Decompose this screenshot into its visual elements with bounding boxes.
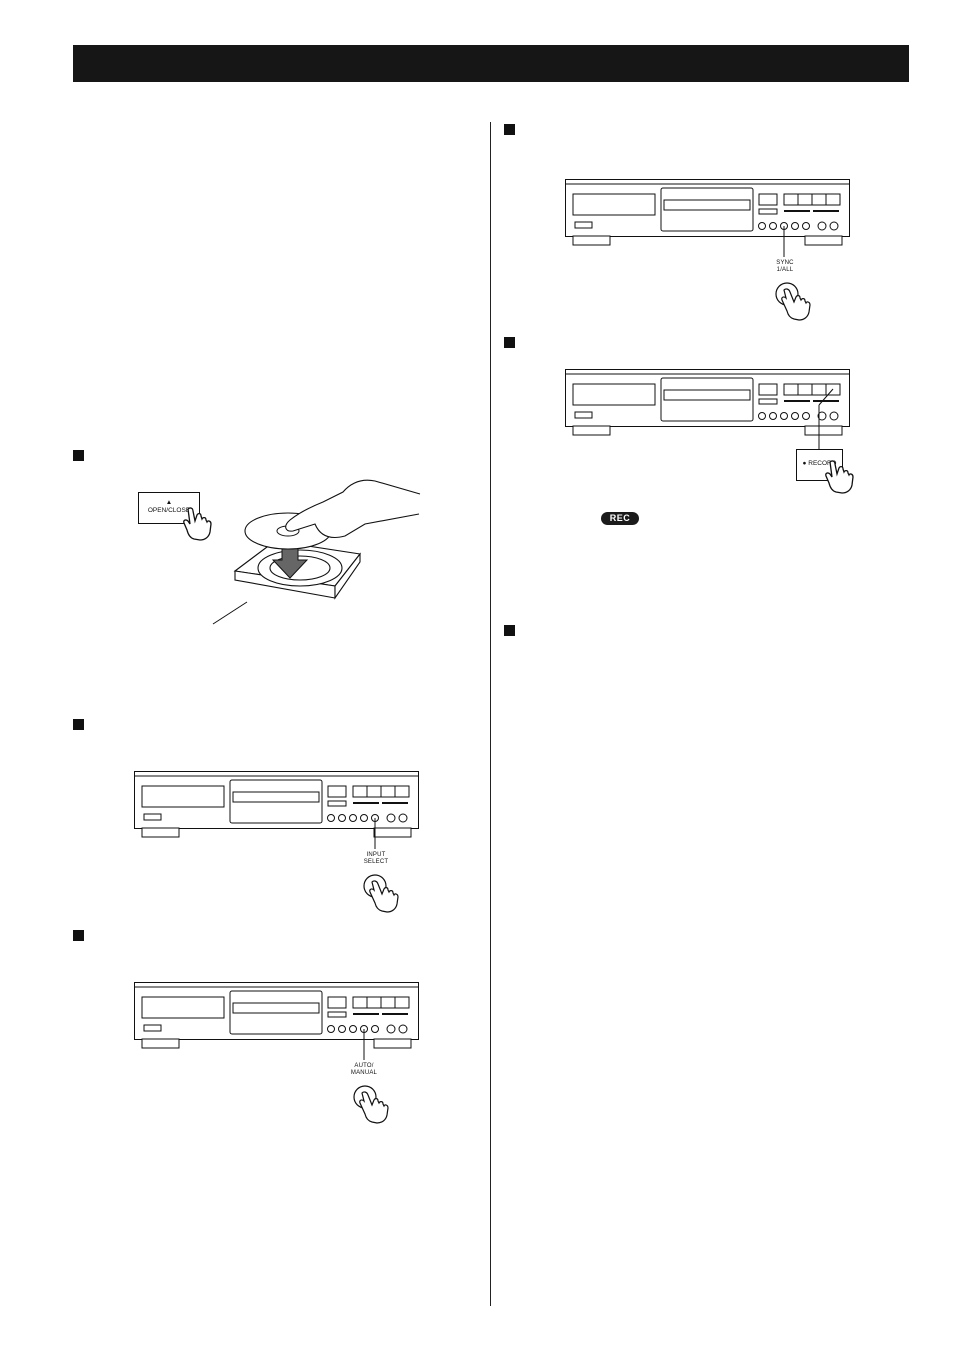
sync-all-label-line1: SYNC	[776, 260, 794, 266]
sync-all-label: SYNC 1/ALL	[763, 260, 807, 274]
cd-recorder-front-panel	[134, 982, 419, 1060]
column-divider	[490, 122, 491, 1306]
step-marker-6	[504, 625, 515, 636]
auto-manual-label: AUTO/ MANUAL	[342, 1063, 386, 1077]
step-marker-2	[73, 719, 84, 730]
cd-recorder-front-panel	[565, 179, 850, 257]
cd-recorder-front-panel	[565, 369, 850, 449]
input-select-label: INPUT SELECT	[354, 852, 398, 866]
auto-manual-label-line2: MANUAL	[350, 1070, 378, 1076]
press-hand-icon	[353, 1085, 389, 1124]
pointing-hand-icon	[825, 460, 854, 494]
step-marker-3	[73, 930, 84, 941]
input-select-label-line2: SELECT	[363, 859, 389, 865]
auto-manual-label-line1: AUTO/	[354, 1063, 374, 1069]
input-select-label-line1: INPUT	[366, 852, 386, 858]
press-hand-icon	[363, 874, 399, 913]
record-label: ● RECORD	[802, 460, 837, 467]
header-bar	[73, 45, 909, 82]
open-close-symbol: ▲	[165, 499, 173, 506]
press-hand-icon	[775, 282, 811, 321]
cd-recorder-front-panel	[134, 771, 419, 849]
disc-tray-illustration	[212, 479, 421, 625]
open-close-label: OPEN/CLOSE	[147, 507, 191, 514]
pointing-hand-icon	[183, 507, 212, 541]
step-marker-4	[504, 124, 515, 135]
step-marker-5	[504, 337, 515, 348]
rec-indicator: REC	[601, 512, 639, 525]
sync-all-label-line2: 1/ALL	[776, 267, 794, 273]
step-marker-1	[73, 450, 84, 461]
